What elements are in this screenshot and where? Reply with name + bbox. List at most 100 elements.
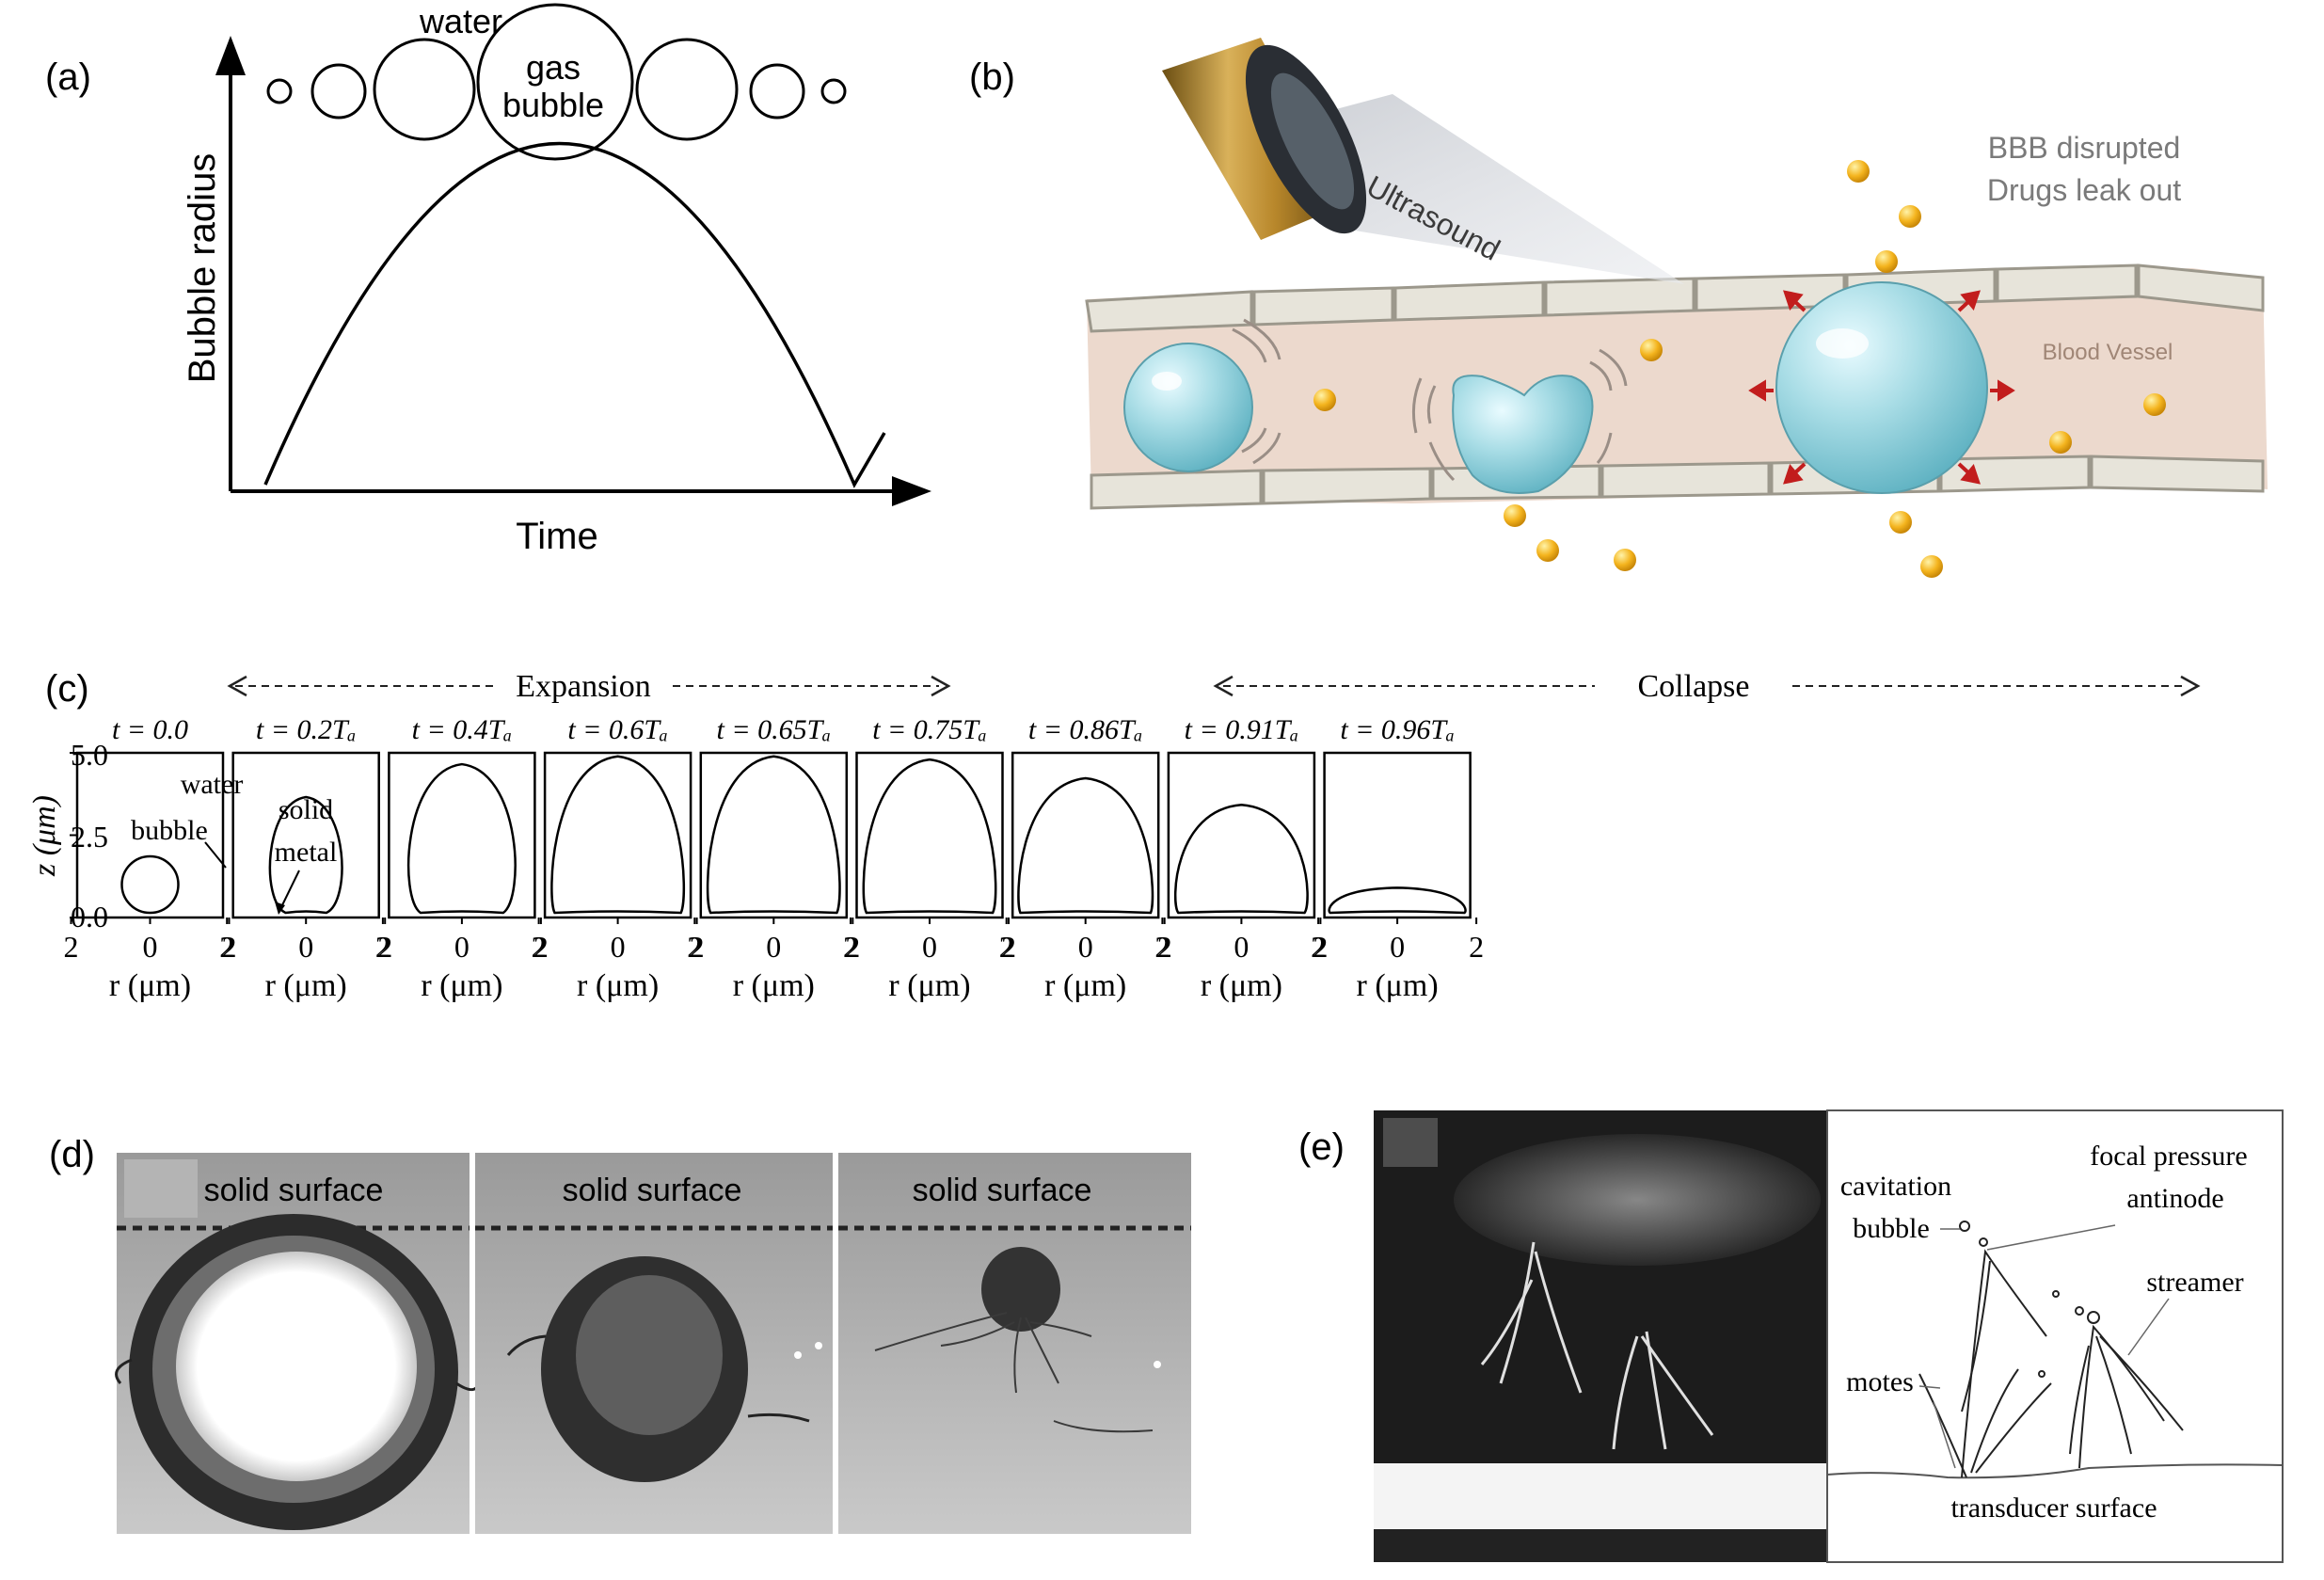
x-axis-label: Time xyxy=(516,516,597,557)
panel-a-label: (a) xyxy=(45,56,91,98)
panel-d-label: (d) xyxy=(49,1134,95,1175)
bubble-circle xyxy=(266,78,293,104)
annot-arrow-icon xyxy=(275,902,285,915)
y-axis-label: Bubble radius xyxy=(182,153,223,384)
collapse-arrow: Collapse xyxy=(1213,669,2201,704)
time-label: t = 0.2Tₐ xyxy=(256,714,357,745)
time-label: t = 0.86Tₐ xyxy=(1028,714,1143,745)
bubble-profile xyxy=(862,758,997,915)
r-axis-label: r (μm) xyxy=(1201,968,1282,1003)
photo-collapse-3 xyxy=(838,1153,1191,1534)
arrow-left-icon xyxy=(1213,675,1234,697)
x-tick-label: 2 xyxy=(377,930,392,964)
bbb-disrupted-label: BBB disrupted xyxy=(1988,131,2181,165)
panel-b-label: (b) xyxy=(969,56,1015,98)
photo-collapse-1 xyxy=(115,1153,477,1534)
drug-particles xyxy=(1313,160,2166,578)
x-tick-label: 2 xyxy=(1311,930,1326,964)
blood-vessel-label: Blood Vessel xyxy=(2043,340,2173,365)
time-label: t = 0.96Tₐ xyxy=(1340,714,1455,745)
annot-bubble-pointer xyxy=(204,841,227,869)
photo-label: solid surface xyxy=(563,1173,742,1208)
oscillating-bubble xyxy=(1452,375,1594,494)
panel-e: (e) xyxy=(1298,1109,2284,1563)
bubble-profile xyxy=(550,755,686,915)
expansion-label: Expansion xyxy=(516,669,651,704)
arrow-right-icon xyxy=(931,675,951,697)
focal-pressure-label: focal pressure xyxy=(2090,1141,2247,1172)
expansion-arrows-icon xyxy=(1748,290,2015,485)
x-tick-label: 0 xyxy=(143,930,158,964)
time-label: t = 0.4Tₐ xyxy=(412,714,513,745)
x-tick-label: 2 xyxy=(64,930,79,964)
bubble-circle xyxy=(476,3,634,161)
bubble-profile xyxy=(1328,886,1467,915)
bubble-circle xyxy=(373,38,476,141)
r-axis-label: r (μm) xyxy=(109,968,191,1003)
x-tick-label: 0 xyxy=(611,930,626,964)
time-label: t = 0.75Tₐ xyxy=(872,714,987,745)
cavitation-bubble-label: bubble xyxy=(1853,1213,1930,1244)
bubble-profile xyxy=(268,795,343,915)
photo-label: solid surface xyxy=(913,1173,1092,1208)
transducer-surface-label: transducer surface xyxy=(1950,1492,2157,1524)
gas-label: gas xyxy=(526,48,581,87)
panel-e-label: (e) xyxy=(1298,1126,1345,1168)
sim-frame: 2 0 2 r (μm) t = 0.0 xyxy=(64,714,237,1003)
simulation-frames: 2 0 2 r (μm) t = 0.0 2 0 2 r (μm) t = 0.2Tₐ 2 0 2 r (… xyxy=(64,714,1485,1003)
vibration-arcs-left xyxy=(1232,318,1281,465)
time-label: t = 0.0 xyxy=(112,714,188,745)
bubble-circle xyxy=(310,63,367,120)
x-tick-label: 0 xyxy=(1078,930,1093,964)
x-tick-label: 0 xyxy=(1390,930,1405,964)
x-tick-label: 2 xyxy=(532,930,547,964)
cavitation-label: cavitation xyxy=(1840,1171,1951,1202)
r-axis-label: r (μm) xyxy=(888,968,970,1003)
x-tick-label: 2 xyxy=(219,930,234,964)
time-label: t = 0.65Tₐ xyxy=(717,714,832,745)
photo-collapse-2 xyxy=(475,1153,833,1534)
expanded-bubble xyxy=(1775,281,1988,494)
x-tick-label: 2 xyxy=(845,930,860,964)
annot-water-label: water xyxy=(181,769,244,800)
x-tick-label: 2 xyxy=(843,930,858,964)
bubble-profile xyxy=(706,755,841,915)
arrow-left-icon xyxy=(227,675,247,697)
bubble-highlight xyxy=(1152,372,1182,391)
x-tick-label: 2 xyxy=(1469,930,1484,964)
water-label: water xyxy=(419,2,502,40)
frame-box xyxy=(1323,751,1472,919)
drugs-leak-label: Drugs leak out xyxy=(1987,173,2181,207)
x-tick-label: 0 xyxy=(454,930,470,964)
x-tick-label: 0 xyxy=(298,930,313,964)
r-axis-label: r (μm) xyxy=(1357,968,1439,1003)
bubble-highlight xyxy=(1816,328,1869,359)
bubble-radius-curve xyxy=(263,141,886,488)
x-tick-label: 2 xyxy=(1157,930,1172,964)
streamer-label: streamer xyxy=(2146,1267,2243,1298)
sim-frame: 2 0 2 r (μm) t = 0.96Tₐ xyxy=(1311,714,1484,1003)
z-axis-label: z (μm) xyxy=(27,795,62,877)
panel-d: (d) xyxy=(49,1134,1191,1534)
bubble-circle xyxy=(749,63,805,120)
time-label: t = 0.6Tₐ xyxy=(567,714,668,745)
x-tick-label: 2 xyxy=(1001,930,1016,964)
x-tick-label: 0 xyxy=(766,930,781,964)
blood-vessel-lumen xyxy=(1087,268,2268,503)
bubble-circle xyxy=(820,78,847,104)
arrow-right-icon xyxy=(2180,675,2201,697)
x-tick-label: 2 xyxy=(533,930,549,964)
motes-label: motes xyxy=(1846,1366,1914,1397)
expansion-arrow: Expansion xyxy=(227,669,951,704)
x-tick-label: 2 xyxy=(222,930,237,964)
stable-bubble xyxy=(1123,343,1253,472)
x-tick-label: 2 xyxy=(690,930,705,964)
frame-box xyxy=(855,751,1004,919)
bubble-sequence xyxy=(266,3,847,161)
frame-box xyxy=(699,751,849,919)
x-tick-label: 2 xyxy=(687,930,702,964)
r-axis-label: r (μm) xyxy=(265,968,347,1003)
bubble-profile xyxy=(1017,776,1154,915)
